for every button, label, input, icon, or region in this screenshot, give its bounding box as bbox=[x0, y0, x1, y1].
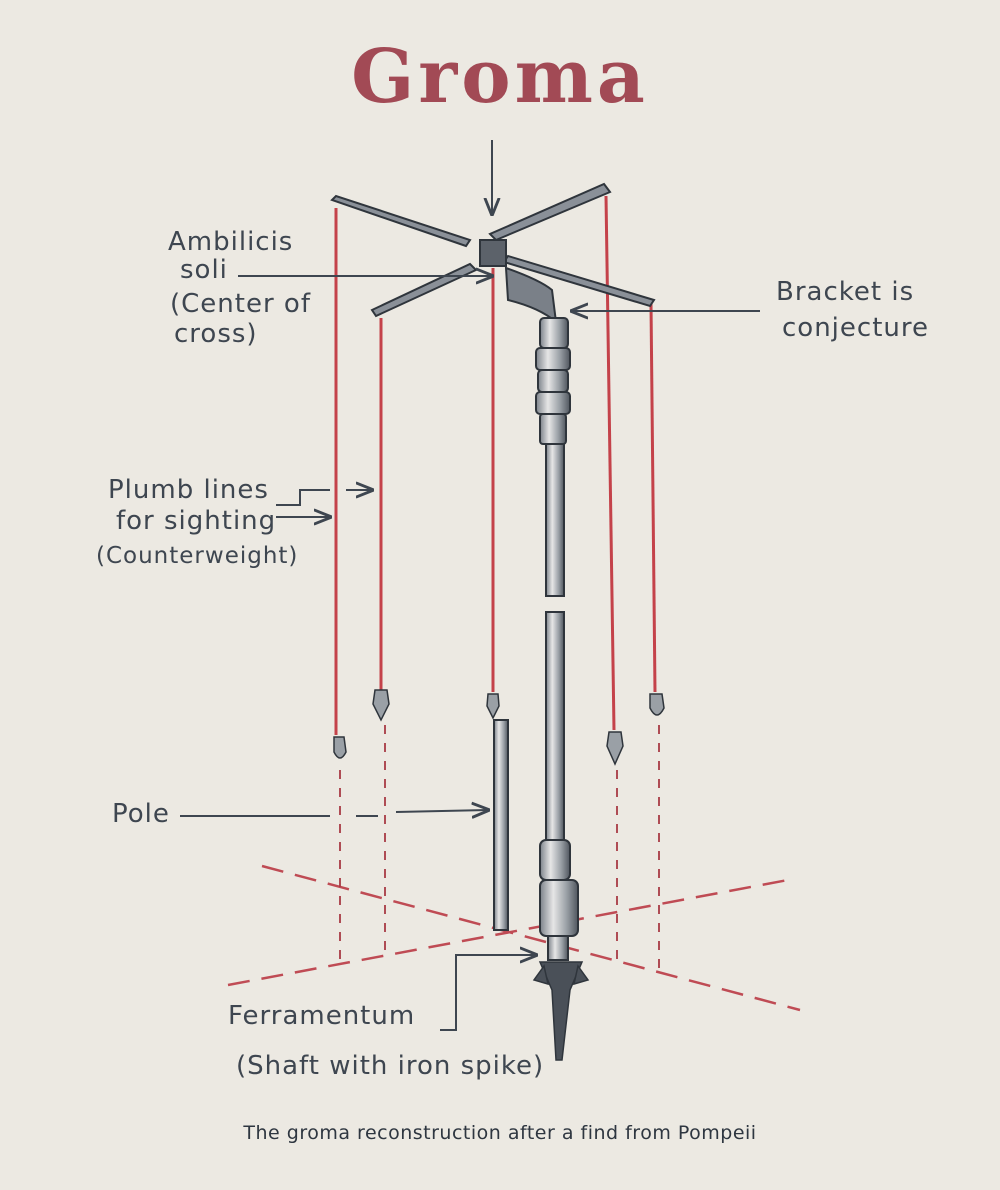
label-counterweight: (Counterweight) bbox=[96, 543, 299, 569]
caption: The groma reconstruction after a find fr… bbox=[243, 1122, 757, 1144]
label-bracket: Bracket is bbox=[776, 277, 915, 307]
plumb-bobs bbox=[333, 689, 665, 766]
label-conjecture: conjecture bbox=[782, 313, 929, 343]
iron-spike bbox=[532, 961, 590, 1061]
label-plumb-lines: Plumb lines bbox=[108, 475, 269, 505]
label-pole: Pole bbox=[112, 799, 170, 829]
leader-lines bbox=[180, 140, 760, 1031]
plumb-projection-lines bbox=[339, 725, 660, 975]
label-cross: cross) bbox=[174, 319, 258, 349]
label-ambilicis: Ambilicis bbox=[168, 227, 294, 257]
label-for-sighting: for sighting bbox=[116, 506, 277, 536]
label-shaft-with-iron-spike: (Shaft with iron spike) bbox=[236, 1051, 545, 1081]
label-ferramentum: Ferramentum bbox=[228, 1001, 416, 1031]
ground-cross-lines bbox=[227, 864, 801, 1012]
main-pole bbox=[535, 317, 579, 961]
label-center-of: (Center of bbox=[170, 289, 311, 319]
diagram-title: Groma bbox=[351, 34, 649, 120]
pole-segment bbox=[493, 719, 509, 931]
label-ambilicis-soli: soli bbox=[180, 255, 228, 285]
